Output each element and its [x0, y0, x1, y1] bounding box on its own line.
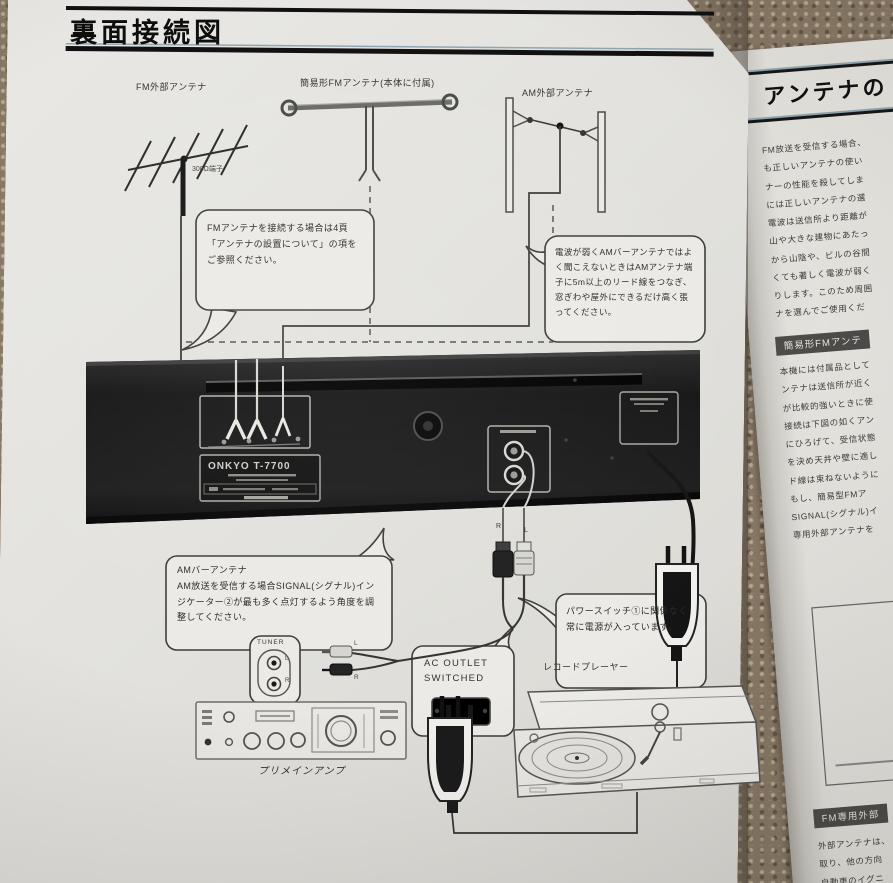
- am-antenna-icon: [282, 97, 606, 366]
- title-rules: [65, 5, 714, 57]
- ohm-terminal-label: 300Ω端子: [192, 166, 223, 173]
- tuner-output-rca-plugs: [322, 508, 535, 676]
- fm-simple-antenna-label: 簡易形FMアンテナ(本体に付属): [300, 78, 435, 88]
- tuner-power-plug: [655, 546, 699, 743]
- ac-outlet-note: AC OUTLET SWITCHED: [424, 658, 489, 685]
- output-r-label: R: [496, 523, 502, 530]
- page-title: 裏面接続図: [70, 18, 225, 48]
- plug-l-label: L: [354, 640, 358, 647]
- record-player-power-plug: [427, 696, 638, 834]
- output-l-label: L: [524, 527, 528, 534]
- tuner-rear-panel: ONKYO T-7700: [86, 350, 700, 605]
- right-page: アンテナの FM放送を受信する場合、 も正しいアンテナの使い ナーの性能を殺して…: [726, 35, 893, 883]
- fm-connection-note: FMアンテナを接続する場合は4頁「アンテナの設置について」の項をご参照ください。: [207, 223, 357, 265]
- amplifier-icon: [195, 701, 407, 760]
- record-player-label: レコードプレーヤー: [543, 662, 629, 672]
- model-label: ONKYO T-7700: [208, 461, 291, 472]
- right-page-diagram: [811, 593, 893, 786]
- am-outdoor-antenna-label: AM外部アンテナ: [522, 88, 594, 98]
- plug-r-label: R: [354, 674, 359, 681]
- fm-yagi-antenna-icon: [124, 124, 249, 362]
- am-wire-note: 電波が弱くAMバーアンテナではよく聞こえないときはAMアンテナ端子に5m以上のリ…: [555, 247, 693, 317]
- am-bar-antenna-note: AMバーアンテナ AM放送を受信する場合SIGNAL(シグナル)インジケーター②…: [177, 565, 375, 623]
- power-always-on-note: パワースイッチ①に関係なく常に電源が入っています。: [566, 606, 688, 632]
- amp-tuner-input-jacks: [257, 649, 291, 697]
- fm-outdoor-antenna-label: FM外部アンテナ: [136, 82, 207, 92]
- record-player-icon: [513, 685, 761, 798]
- amplifier-label: プリメインアンプ: [258, 766, 346, 777]
- jack-l-label: L: [285, 656, 289, 662]
- jack-r-label: R: [285, 678, 290, 684]
- tuner-input-label: TUNER: [257, 639, 285, 646]
